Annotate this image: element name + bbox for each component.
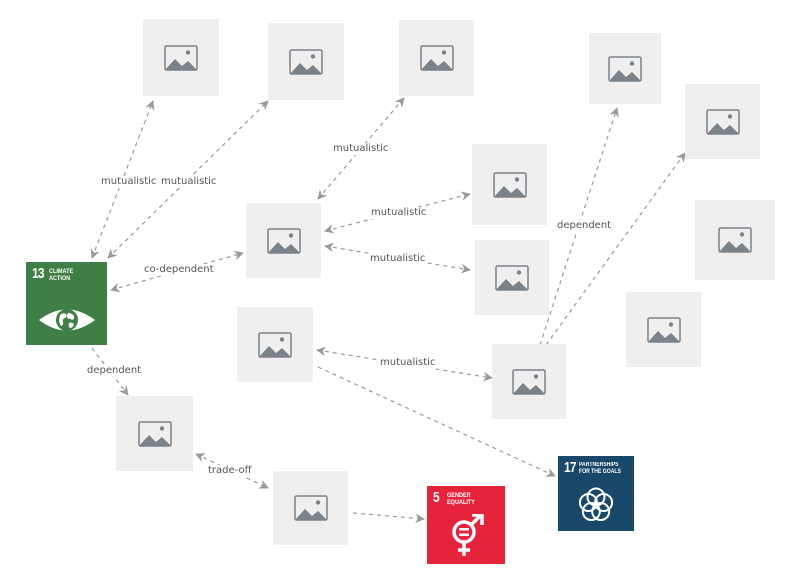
edge-label-p12-p4: dependent xyxy=(556,220,613,232)
image-placeholder-icon xyxy=(608,55,642,82)
goal-title: PARTNERSHIPS FOR THE GOALS xyxy=(579,462,621,475)
edge-label-p6-p3: mutualistic xyxy=(332,143,390,155)
edge-p12-p4 xyxy=(539,107,619,346)
eye-globe-icon xyxy=(38,309,95,331)
sdg-goal-17-partnerships[interactable]: 17 PARTNERSHIPS FOR THE GOALS xyxy=(558,456,634,531)
placeholder-node-10[interactable] xyxy=(626,292,701,367)
image-placeholder-icon xyxy=(419,45,454,71)
edge-g13-p13 xyxy=(91,347,129,396)
placeholder-node-8[interactable] xyxy=(475,240,549,315)
edge-label-g13-p2: mutualistic xyxy=(160,176,218,188)
placeholder-node-12[interactable] xyxy=(492,344,566,419)
edge-label-g13-p6: co-dependent xyxy=(143,264,215,276)
edge-p14-g5 xyxy=(352,512,425,524)
image-placeholder-icon xyxy=(258,331,292,358)
image-placeholder-icon xyxy=(492,171,527,198)
edge-p11-g17 xyxy=(317,366,556,477)
placeholder-node-5[interactable] xyxy=(685,84,760,159)
goal-number: 13 xyxy=(32,265,45,282)
placeholder-node-13[interactable] xyxy=(116,396,193,471)
image-placeholder-icon xyxy=(289,48,323,75)
image-placeholder-icon xyxy=(266,227,301,254)
sdg-goal-5-gender-equality[interactable]: 5 GENDER EQUALITY xyxy=(427,486,505,564)
goal-number: 17 xyxy=(564,459,577,476)
edge-p13-p14 xyxy=(195,453,269,489)
edge-label-p11-p12: mutualistic xyxy=(379,357,437,369)
image-placeholder-icon xyxy=(137,420,172,447)
placeholder-node-11[interactable] xyxy=(237,307,313,382)
placeholder-node-6[interactable] xyxy=(246,203,321,278)
sdg-goal-13-climate-action[interactable]: 13 CLIMATE ACTION xyxy=(26,262,107,345)
placeholder-node-1[interactable] xyxy=(143,19,219,96)
edge-label-p6-p7: mutualistic xyxy=(370,207,428,219)
placeholder-node-4[interactable] xyxy=(589,33,661,104)
image-placeholder-icon xyxy=(718,227,752,253)
placeholder-node-7[interactable] xyxy=(472,144,547,225)
edge-g13-p6 xyxy=(110,250,244,293)
placeholder-node-9[interactable] xyxy=(695,200,775,280)
edge-label-p13-p14: trade-off xyxy=(207,465,253,477)
image-placeholder-icon xyxy=(495,264,529,291)
goal-title: CLIMATE ACTION xyxy=(49,268,74,282)
placeholder-node-2[interactable] xyxy=(268,23,344,100)
edge-label-g13-p13: dependent xyxy=(86,365,143,377)
image-placeholder-icon xyxy=(293,495,328,521)
image-placeholder-icon xyxy=(646,316,681,343)
edge-label-g13-p1: mutualistic xyxy=(100,176,158,188)
gender-equality-icon xyxy=(452,514,484,556)
placeholder-node-14[interactable] xyxy=(273,471,348,545)
edge-label-p6-p8: mutualistic xyxy=(369,253,427,265)
partnership-rings-icon xyxy=(578,487,614,521)
image-placeholder-icon xyxy=(512,368,546,395)
goal-number: 5 xyxy=(433,489,440,506)
image-placeholder-icon xyxy=(705,108,740,135)
placeholder-node-3[interactable] xyxy=(399,20,474,96)
image-placeholder-icon xyxy=(164,44,198,71)
goal-title: GENDER EQUALITY xyxy=(447,492,475,506)
